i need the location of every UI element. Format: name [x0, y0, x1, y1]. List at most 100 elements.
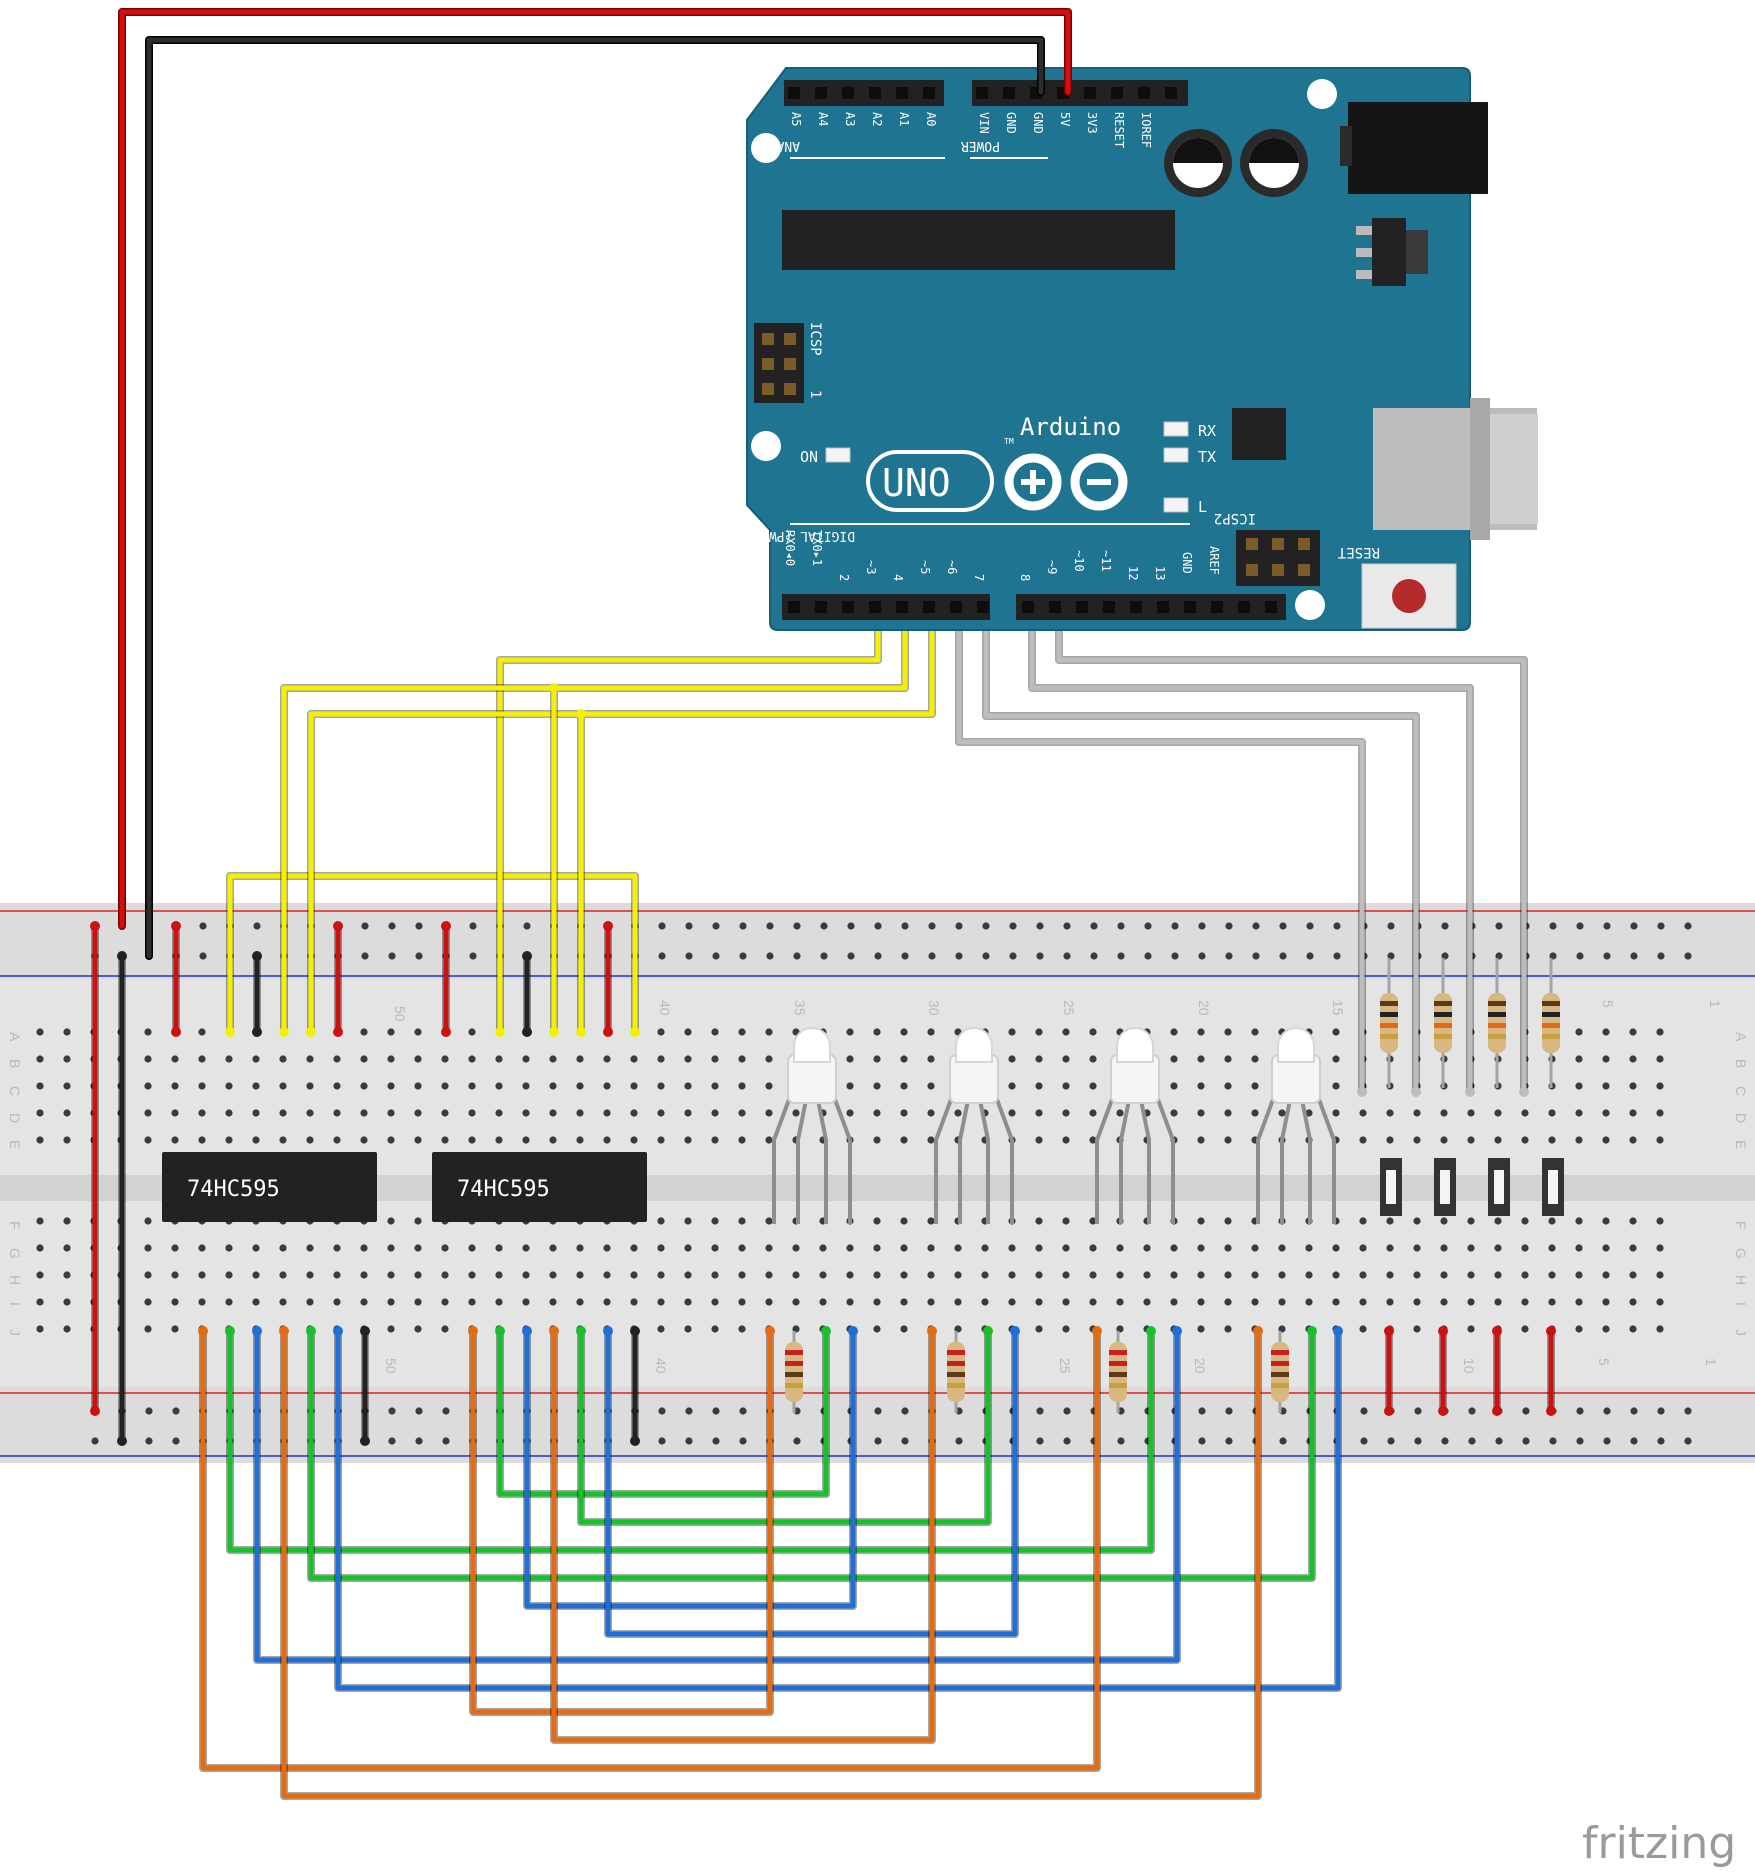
breadboard-hole	[252, 1109, 260, 1117]
breadboard-hole	[1386, 1217, 1394, 1225]
rail-hole	[1090, 952, 1098, 960]
row-letter: F	[7, 1221, 23, 1230]
rail-hole	[901, 1407, 909, 1415]
socket	[1111, 87, 1123, 99]
breadboard-hole	[846, 1055, 854, 1063]
rail-hole	[442, 1437, 450, 1445]
pin-label: GND	[1180, 552, 1194, 574]
socket	[1165, 87, 1177, 99]
gnd-wire	[146, 37, 1044, 959]
breadboard-hole	[468, 1298, 476, 1306]
breadboard-hole	[684, 1244, 692, 1252]
breadboard-hole	[333, 1298, 341, 1306]
breadboard-hole	[1089, 1028, 1097, 1036]
breadboard-hole	[873, 1109, 881, 1117]
breadboard-hole	[1143, 1298, 1151, 1306]
led-wire	[200, 1328, 1100, 1771]
breadboard-hole	[387, 1298, 395, 1306]
pin-label: VIN	[977, 112, 991, 134]
breadboard-hole	[1062, 1109, 1070, 1117]
rail-hole	[982, 952, 990, 960]
breadboard-hole	[387, 1082, 395, 1090]
rail-hole	[1090, 922, 1098, 930]
breadboard-hole	[900, 1217, 908, 1225]
pin-label: IOREF	[1139, 112, 1153, 148]
wire-end	[1546, 1406, 1556, 1416]
breadboard-hole	[1575, 1325, 1583, 1333]
pin-label: 13	[1153, 566, 1167, 580]
breadboard-hole	[441, 1055, 449, 1063]
wire-end	[1492, 1406, 1502, 1416]
breadboard-hole	[873, 1217, 881, 1225]
breadboard-hole	[900, 1298, 908, 1306]
wire-end	[549, 1027, 559, 1037]
breadboard-hole	[576, 1082, 584, 1090]
rail-hole	[1441, 922, 1449, 930]
breadboard-hole	[765, 1082, 773, 1090]
rail-hole	[145, 1437, 153, 1445]
rail-hole	[1603, 1407, 1611, 1415]
resistor-band	[1434, 1023, 1452, 1028]
reset-button[interactable]	[1392, 579, 1426, 613]
icsp2-pin	[1272, 564, 1284, 576]
socket	[1238, 601, 1250, 613]
breadboard-hole	[711, 1109, 719, 1117]
rail-hole	[1684, 1407, 1692, 1415]
breadboard-hole	[225, 1082, 233, 1090]
breadboard-hole	[1548, 1271, 1556, 1279]
breadboard-hole	[198, 1082, 206, 1090]
breadboard-hole	[684, 1028, 692, 1036]
wire-end	[576, 709, 586, 719]
breadboard-hole	[927, 1244, 935, 1252]
rail-hole	[1630, 1407, 1638, 1415]
breadboard-hole	[360, 1028, 368, 1036]
breadboard-hole	[1413, 1325, 1421, 1333]
resistor-band	[1488, 1001, 1506, 1006]
breadboard-hole	[522, 1136, 530, 1144]
breadboard-hole	[1305, 1244, 1313, 1252]
led-wire	[524, 1328, 856, 1609]
rail-hole	[712, 1407, 720, 1415]
rail-hole	[1549, 922, 1557, 930]
rail-hole	[685, 922, 693, 930]
breadboard-hole	[1602, 1109, 1610, 1117]
row-letter: G	[1733, 1248, 1749, 1259]
socket	[1184, 601, 1196, 613]
breadboard-hole	[279, 1055, 287, 1063]
col-num: 5	[1600, 1000, 1616, 1008]
rail-hole	[1630, 1437, 1638, 1445]
breadboard-hole	[684, 1217, 692, 1225]
board-pcb	[746, 67, 1471, 631]
rail-hole	[1036, 952, 1044, 960]
wire-end	[1333, 1326, 1343, 1336]
breadboard-hole	[1116, 1109, 1124, 1117]
breadboard-hole	[63, 1271, 71, 1279]
breadboard-hole	[792, 1325, 800, 1333]
rail-hole	[1063, 1407, 1071, 1415]
breadboard-hole	[927, 1136, 935, 1144]
led-dome	[955, 1027, 993, 1063]
rail-hole	[766, 952, 774, 960]
rail-hole	[712, 952, 720, 960]
wire-end	[603, 1326, 613, 1336]
breadboard-hole	[414, 1217, 422, 1225]
wire-end	[360, 1436, 370, 1446]
pin-label: GND	[1004, 112, 1018, 134]
rail-hole	[1576, 952, 1584, 960]
breadboard-hole	[1494, 1271, 1502, 1279]
led-wire	[470, 1328, 773, 1715]
breadboard-hole	[1197, 1298, 1205, 1306]
breadboard-hole	[1008, 1271, 1016, 1279]
breadboard-hole	[1278, 1298, 1286, 1306]
breadboard-hole	[63, 1136, 71, 1144]
breadboard-hole	[63, 1244, 71, 1252]
breadboard-hole	[36, 1055, 44, 1063]
breadboard-hole	[1332, 1244, 1340, 1252]
breadboard-hole	[1602, 1028, 1610, 1036]
5v-wire	[119, 9, 1071, 929]
wire-end	[441, 1027, 451, 1037]
wire-end	[1438, 1326, 1448, 1336]
breadboard-hole	[1629, 1217, 1637, 1225]
breadboard-hole	[1629, 1244, 1637, 1252]
rail-hole	[1009, 922, 1017, 930]
